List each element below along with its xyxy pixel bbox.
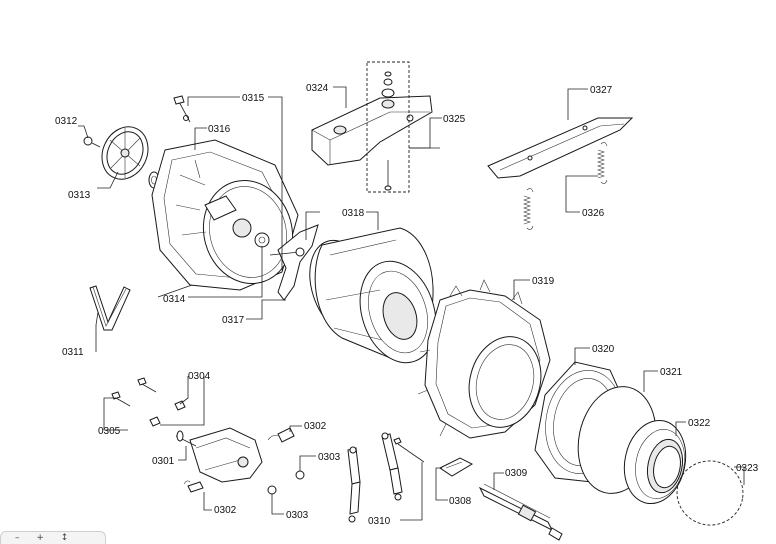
label-0303-top[interactable]: 0303 bbox=[318, 452, 341, 463]
pan-icon[interactable]: ↕ bbox=[60, 533, 69, 543]
part-bolt-0312 bbox=[83, 136, 101, 148]
label-0327[interactable]: 0327 bbox=[590, 85, 613, 96]
part-top-bracket bbox=[487, 117, 634, 179]
part-motor bbox=[175, 427, 263, 483]
label-0317[interactable]: 0317 bbox=[222, 315, 245, 326]
label-0321[interactable]: 0321 bbox=[660, 367, 683, 378]
label-0313[interactable]: 0313 bbox=[68, 190, 91, 201]
part-front-tub bbox=[417, 279, 551, 439]
label-0324[interactable]: 0324 bbox=[306, 83, 329, 94]
zoom-in-icon[interactable]: + bbox=[36, 533, 44, 543]
part-fixing-kit-0325 bbox=[366, 61, 440, 193]
label-0301[interactable]: 0301 bbox=[152, 456, 175, 467]
part-shock-absorbers bbox=[347, 432, 425, 523]
label-0323[interactable]: 0323 bbox=[736, 463, 759, 474]
label-0311[interactable]: 0311 bbox=[62, 347, 84, 358]
label-0303-bottom[interactable]: 0303 bbox=[286, 510, 309, 521]
part-pulley bbox=[101, 126, 160, 189]
part-heater-bracket bbox=[439, 457, 474, 477]
part-clamp-ring bbox=[676, 460, 744, 526]
label-0309[interactable]: 0309 bbox=[505, 468, 528, 479]
label-0318[interactable]: 0318 bbox=[342, 208, 365, 219]
label-0308[interactable]: 0308 bbox=[449, 496, 472, 507]
label-0304[interactable]: 0304 bbox=[188, 371, 211, 382]
label-0316[interactable]: 0316 bbox=[208, 124, 231, 135]
label-0325[interactable]: 0325 bbox=[443, 114, 466, 125]
label-0322[interactable]: 0322 bbox=[688, 418, 711, 429]
label-0310[interactable]: 0310 bbox=[368, 516, 391, 527]
label-0314[interactable]: 0314 bbox=[163, 294, 186, 305]
part-drum bbox=[309, 227, 437, 364]
leader-lines bbox=[78, 86, 745, 521]
part-screws-0305 bbox=[111, 377, 186, 427]
label-0305[interactable]: 0305 bbox=[98, 426, 121, 437]
viewer-toolbar[interactable]: – + ↕ bbox=[0, 531, 106, 544]
part-rear-tub bbox=[151, 95, 299, 291]
label-0302-bottom[interactable]: 0302 bbox=[214, 505, 237, 516]
part-drum-spider bbox=[269, 224, 319, 301]
label-0326[interactable]: 0326 bbox=[582, 208, 605, 219]
part-screw-0303 bbox=[267, 470, 305, 495]
label-0320[interactable]: 0320 bbox=[592, 344, 615, 355]
zoom-out-icon[interactable]: – bbox=[15, 533, 20, 543]
label-0315[interactable]: 0315 bbox=[242, 93, 265, 104]
part-heating-element bbox=[478, 483, 563, 541]
label-0319[interactable]: 0319 bbox=[532, 276, 555, 287]
label-0302-top[interactable]: 0302 bbox=[304, 421, 327, 432]
part-drive-belt bbox=[89, 285, 131, 331]
part-labels: 0312 0313 0311 0314 0315 0316 0317 0318 … bbox=[55, 83, 759, 527]
part-door-bellow bbox=[623, 419, 687, 505]
part-springs bbox=[523, 142, 608, 230]
part-counterweight bbox=[311, 95, 433, 166]
label-0312[interactable]: 0312 bbox=[55, 116, 78, 127]
